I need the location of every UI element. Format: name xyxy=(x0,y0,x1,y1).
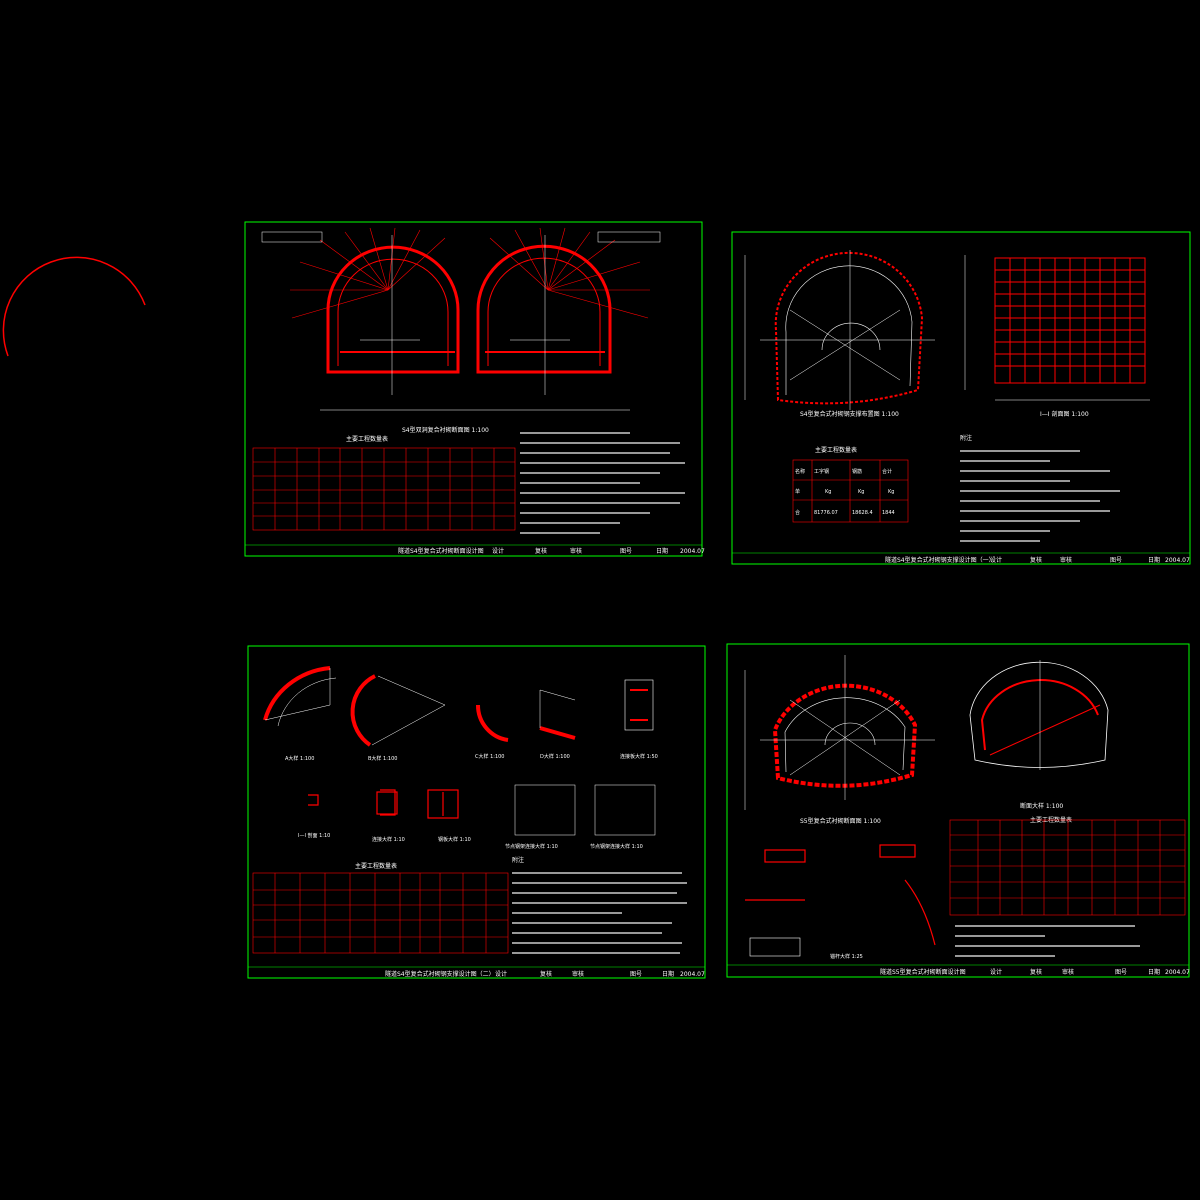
svg-text:节点钢架连接大样 1:10: 节点钢架连接大样 1:10 xyxy=(505,843,558,850)
sheet-s5-tunnel[interactable]: S5型复合式衬砌断面图 1:100 断面大样 1:100 主要工程数量表 xyxy=(726,643,1190,978)
svg-text:工字钢: 工字钢 xyxy=(814,468,829,475)
svg-text:图号: 图号 xyxy=(630,971,642,978)
svg-text:节点钢架连接大样 1:10: 节点钢架连接大样 1:10 xyxy=(590,843,643,850)
svg-text:B大样 1:100: B大样 1:100 xyxy=(368,755,397,762)
svg-text:A大样 1:100: A大样 1:100 xyxy=(285,755,314,762)
svg-text:日期: 日期 xyxy=(662,970,674,978)
quantities-table xyxy=(949,819,1186,916)
svg-text:合: 合 xyxy=(795,509,800,516)
svg-text:2004.07: 2004.07 xyxy=(1165,557,1190,564)
title-block: 隧道S4型复合式衬砌断面设计图 设计 复核 审核 图号 日期 2004.07 xyxy=(245,544,705,555)
svg-text:图号: 图号 xyxy=(1115,969,1127,976)
svg-text:2004.07: 2004.07 xyxy=(680,548,705,555)
svg-text:日期: 日期 xyxy=(1148,556,1160,564)
quantities-table xyxy=(252,447,516,531)
svg-text:隧道S4型复合式衬砌钢支撑设计图（二）: 隧道S4型复合式衬砌钢支撑设计图（二） xyxy=(385,970,495,978)
drawing-caption-2: 断面大样 1:100 xyxy=(1020,802,1063,810)
drawing-caption: S4型复合式衬砌钢支撑布置图 1:100 xyxy=(800,410,899,418)
svg-text:设计: 设计 xyxy=(492,547,504,555)
sheet-s4-tunnel[interactable]: S4型双洞复合衬砌断面图 1:100 主要工程数量表 隧道S4型复合式衬 xyxy=(244,221,705,557)
sheet-s4-steel-support-1[interactable]: S4型复合式衬砌钢支撑布置图 1:100 I—I 剖面图 1:100 主要工程数… xyxy=(731,231,1191,565)
svg-text:连接板大样 1:50: 连接板大样 1:50 xyxy=(620,753,658,760)
table-title: 主要工程数量表 xyxy=(355,862,397,870)
svg-text:图号: 图号 xyxy=(1110,557,1122,564)
svg-text:图号: 图号 xyxy=(620,548,632,555)
svg-text:审核: 审核 xyxy=(572,970,584,978)
svg-text:审核: 审核 xyxy=(1062,968,1074,976)
svg-text:设计: 设计 xyxy=(990,968,1002,976)
title-block: 隧道S5型复合式衬砌断面设计图 设计 复核 审核 图号 日期 2004.07 xyxy=(727,964,1190,976)
drawing-caption: S4型双洞复合衬砌断面图 1:100 xyxy=(402,426,489,434)
svg-text:钢板大样 1:10: 钢板大样 1:10 xyxy=(438,836,471,843)
svg-text:合计: 合计 xyxy=(882,468,892,475)
svg-text:隧道S4型复合式衬砌断面设计图: 隧道S4型复合式衬砌断面设计图 xyxy=(398,547,484,555)
svg-text:1844: 1844 xyxy=(882,510,895,516)
drawing-caption-2: I—I 剖面图 1:100 xyxy=(1040,410,1089,418)
svg-text:审核: 审核 xyxy=(1060,556,1072,564)
title-block: 隧道S4型复合式衬砌钢支撑设计图（二） 设计 复核 审核 图号 日期 2004.… xyxy=(248,966,705,978)
quantities-table: 名称 工字钢 钢筋 合计 单 Kg Kg Kg 合 81776.07 18628… xyxy=(792,459,909,523)
lining-left-outer xyxy=(326,245,460,374)
svg-text:81776.07: 81776.07 xyxy=(814,510,838,516)
svg-text:连接大样 1:10: 连接大样 1:10 xyxy=(372,836,405,843)
svg-text:审核: 审核 xyxy=(570,547,582,555)
detail-b xyxy=(350,674,376,747)
svg-text:日期: 日期 xyxy=(1148,968,1160,976)
svg-text:隧道S4型复合式衬砌钢支撑设计图（一）: 隧道S4型复合式衬砌钢支撑设计图（一） xyxy=(885,556,995,564)
grid-elevation xyxy=(994,257,1146,384)
title-block: 隧道S4型复合式衬砌钢支撑设计图（一） 设计 复核 审核 图号 日期 2004.… xyxy=(732,552,1190,564)
svg-text:复核: 复核 xyxy=(1030,556,1042,564)
notes-title: 附注 xyxy=(512,856,524,864)
svg-text:C大样 1:100: C大样 1:100 xyxy=(475,753,505,760)
svg-text:2004.07: 2004.07 xyxy=(1165,969,1190,976)
lining-right-outer xyxy=(476,244,612,374)
detail-a xyxy=(263,666,331,721)
svg-text:复核: 复核 xyxy=(540,970,552,978)
svg-text:锚杆大样 1:25: 锚杆大样 1:25 xyxy=(830,953,863,960)
svg-text:Kg: Kg xyxy=(858,489,864,495)
svg-text:钢筋: 钢筋 xyxy=(852,468,862,475)
table-title: 主要工程数量表 xyxy=(815,446,857,454)
svg-text:D大样 1:100: D大样 1:100 xyxy=(540,753,570,760)
table-title: 主要工程数量表 xyxy=(346,435,388,443)
svg-text:设计: 设计 xyxy=(495,970,507,978)
stray-arc xyxy=(2,256,146,357)
svg-text:Kg: Kg xyxy=(825,489,831,495)
svg-text:日期: 日期 xyxy=(656,547,668,555)
detail-c xyxy=(475,704,509,742)
s5-section-right xyxy=(969,661,1109,768)
lining-right-inner xyxy=(487,257,601,366)
svg-text:18628.4: 18628.4 xyxy=(852,510,873,516)
svg-text:名称: 名称 xyxy=(795,468,805,475)
svg-text:设计: 设计 xyxy=(990,556,1002,564)
quantities-table xyxy=(252,872,509,954)
svg-text:I—I 剖面 1:10: I—I 剖面 1:10 xyxy=(298,832,330,839)
anchor-bolts-right xyxy=(489,227,650,319)
detail-d xyxy=(539,726,576,740)
svg-text:复核: 复核 xyxy=(1030,968,1042,976)
anchor-bolts-left xyxy=(290,227,446,319)
lining-left-inner xyxy=(337,258,449,366)
svg-text:单: 单 xyxy=(795,488,800,495)
svg-text:2004.07: 2004.07 xyxy=(680,971,705,978)
svg-text:复核: 复核 xyxy=(535,547,547,555)
svg-text:Kg: Kg xyxy=(888,489,894,495)
drawing-caption: S5型复合式衬砌断面图 1:100 xyxy=(800,817,881,825)
sheet-s4-steel-support-2[interactable]: A大样 1:100 B大样 1:100 C大样 1:100 D大样 1:100 … xyxy=(247,645,706,979)
support-ring xyxy=(774,251,924,405)
svg-text:隧道S5型复合式衬砌断面设计图: 隧道S5型复合式衬砌断面设计图 xyxy=(880,968,966,976)
notes-title: 附注 xyxy=(960,434,972,442)
